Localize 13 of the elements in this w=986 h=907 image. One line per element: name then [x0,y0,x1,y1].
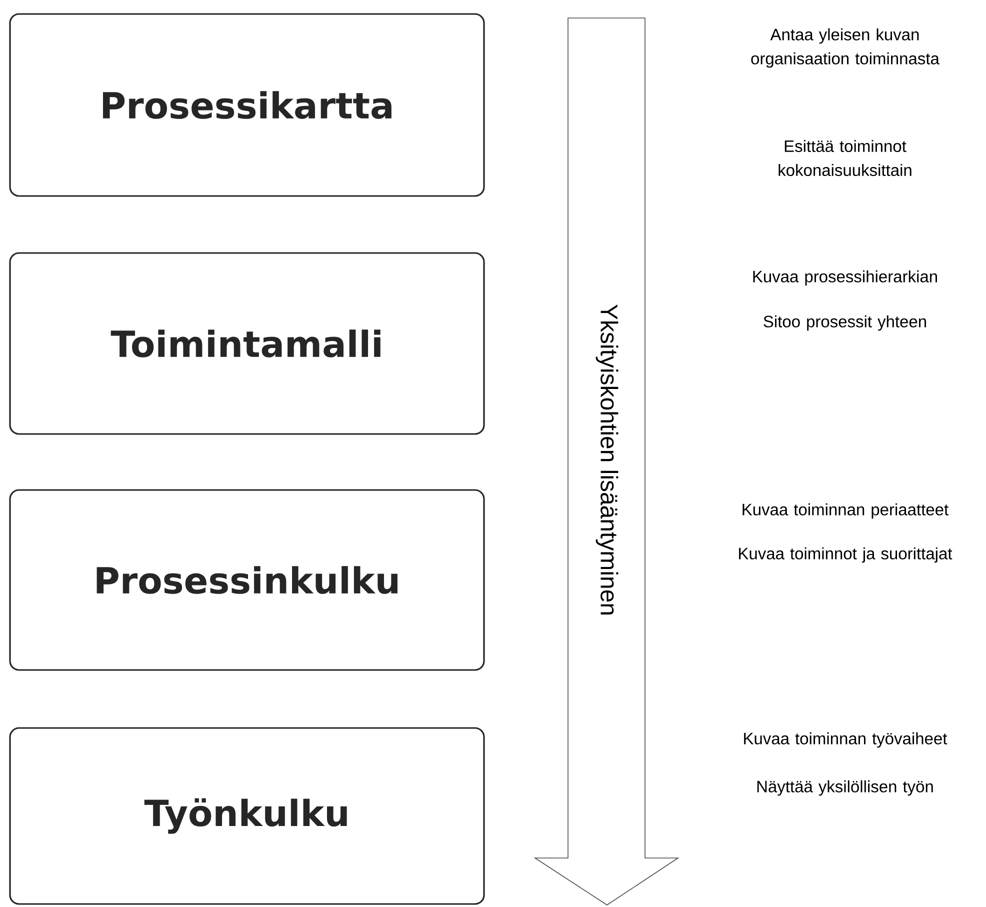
description-text: Kuvaa toiminnan työvaiheet [744,732,948,748]
description-text: Kuvaa toiminnot ja suorittajat [739,547,952,563]
process-box: Toimintamalli [9,252,485,435]
description-text: Esittää toiminnot kokonaisuuksittain [778,140,912,176]
process-box: Prosessikartta [9,13,485,197]
process-box: Prosessinkulku [9,489,485,671]
description-text: Kuvaa prosessihierarkian [753,270,937,286]
description-text: Kuvaa toiminnan periaatteet [742,503,948,519]
description-text: Sitoo prosessit yhteen [764,315,926,331]
description-text: Näyttää yksilöllisen työn [757,780,933,796]
arrow-label: Yksityiskohtien lisääntyminen [596,304,618,614]
description-text: Antaa yleisen kuvan organisaation toiminnasta [751,28,940,68]
process-box: Työnkulku [9,727,485,905]
